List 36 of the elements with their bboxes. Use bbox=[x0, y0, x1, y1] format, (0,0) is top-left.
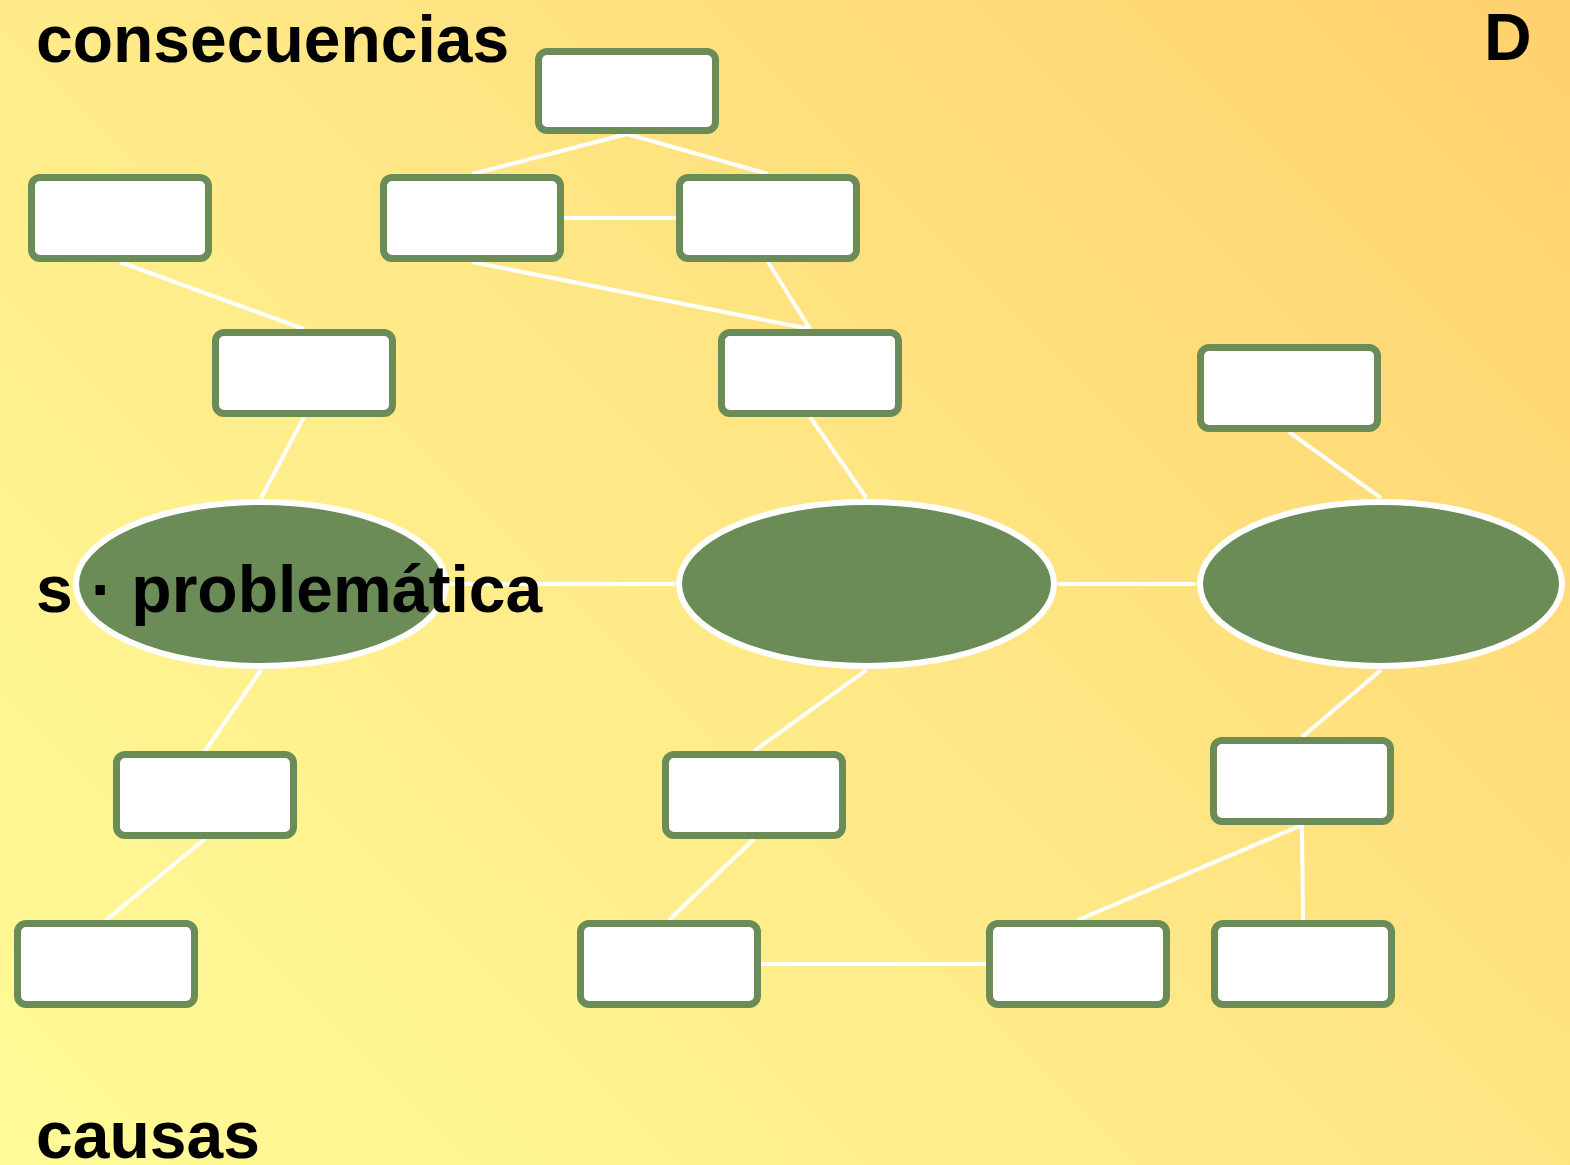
empty-box bbox=[1197, 344, 1381, 432]
empty-box bbox=[212, 329, 396, 417]
ellipse-node bbox=[675, 498, 1058, 670]
connector-line bbox=[1300, 824, 1305, 921]
empty-box bbox=[1211, 920, 1395, 1008]
heading: consecuencias bbox=[36, 6, 510, 72]
letter: D bbox=[1484, 4, 1532, 70]
empty-box bbox=[986, 920, 1170, 1008]
connector-line bbox=[626, 132, 769, 176]
empty-box bbox=[380, 174, 564, 262]
connector-line bbox=[259, 416, 306, 499]
connector-line bbox=[1300, 668, 1383, 739]
connector-line bbox=[119, 260, 305, 331]
empty-box bbox=[662, 751, 846, 839]
connector-line bbox=[667, 837, 756, 922]
empty-box bbox=[28, 174, 212, 262]
connector-line bbox=[1058, 582, 1196, 586]
ellipse-node bbox=[1196, 498, 1566, 670]
connector-line bbox=[1077, 823, 1303, 922]
empty-box bbox=[718, 329, 902, 417]
connector-line bbox=[471, 132, 628, 176]
connector-line bbox=[104, 837, 207, 922]
empty-box bbox=[1210, 737, 1394, 825]
connector-line bbox=[564, 216, 676, 220]
empty-box bbox=[577, 920, 761, 1008]
connector-line bbox=[808, 415, 869, 500]
connector-line bbox=[752, 668, 868, 753]
connector-line bbox=[761, 962, 986, 966]
heading: causas bbox=[36, 1102, 260, 1165]
empty-box bbox=[14, 920, 198, 1008]
connector-line bbox=[1287, 430, 1383, 500]
empty-box bbox=[535, 48, 719, 134]
connector-line bbox=[203, 668, 263, 753]
empty-box bbox=[676, 174, 860, 262]
connector-line bbox=[766, 260, 812, 331]
empty-box bbox=[113, 751, 297, 839]
